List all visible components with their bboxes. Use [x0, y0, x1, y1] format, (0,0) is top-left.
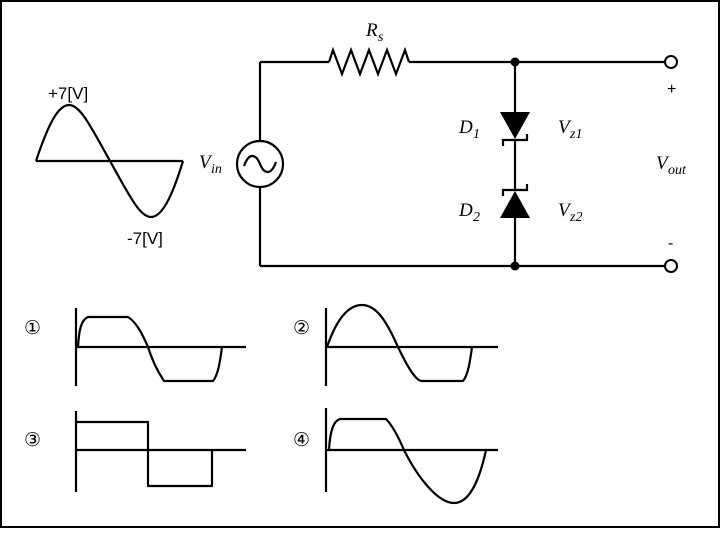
diode1-voltage: V — [558, 117, 572, 138]
option-2-curve — [325, 303, 474, 383]
input-waveform: +7[V] -7[V] — [34, 84, 185, 248]
output-minus-sign: - — [668, 235, 673, 252]
junction-bottom — [510, 261, 520, 271]
option-2-waveform: ② — [293, 303, 498, 386]
diode1-voltage-sub: z1 — [569, 127, 582, 142]
zener-diode-d1 — [500, 112, 530, 139]
option-3-waveform: ③ — [24, 411, 246, 492]
input-peak-positive: +7[V] — [48, 84, 88, 103]
junction-top — [510, 57, 520, 67]
diode2-name: D — [458, 200, 473, 221]
diode2-voltage-sub: z2 — [569, 210, 582, 225]
output-label: V — [656, 153, 670, 174]
circuit: R s V in D 1 V z1 D 2 V z2 V out + - — [199, 20, 687, 273]
input-peak-negative: -7[V] — [127, 229, 163, 248]
option-4-waveform: ④ — [293, 408, 498, 505]
diode1-name-sub: 1 — [473, 127, 480, 142]
diode1-name: D — [458, 117, 473, 138]
zener-d2-bar — [501, 184, 529, 196]
diode2-voltage: V — [558, 200, 572, 221]
diode2-name-sub: 2 — [473, 210, 480, 225]
output-terminal-positive — [664, 55, 678, 69]
option-3-curve — [76, 420, 214, 488]
option-3-label: ③ — [24, 429, 41, 451]
ac-source-symbol — [242, 154, 278, 174]
option-2-label: ② — [293, 317, 310, 339]
option-1-curve — [76, 315, 224, 383]
output-label-sub: out — [668, 163, 687, 178]
option-4-label: ④ — [293, 429, 310, 451]
zener-diode-d2 — [500, 191, 530, 218]
resistor-rs — [327, 46, 411, 78]
option-4-curve — [327, 417, 488, 505]
output-plus-sign: + — [667, 81, 676, 98]
source-label: V — [199, 152, 213, 173]
option-1-label: ① — [24, 317, 41, 339]
input-sine-curve — [34, 103, 185, 219]
resistor-label-sub: s — [378, 30, 384, 45]
resistor-label: R — [365, 20, 378, 41]
source-label-sub: in — [211, 162, 222, 177]
output-terminal-negative — [664, 259, 678, 273]
option-1-waveform: ① — [24, 308, 246, 386]
